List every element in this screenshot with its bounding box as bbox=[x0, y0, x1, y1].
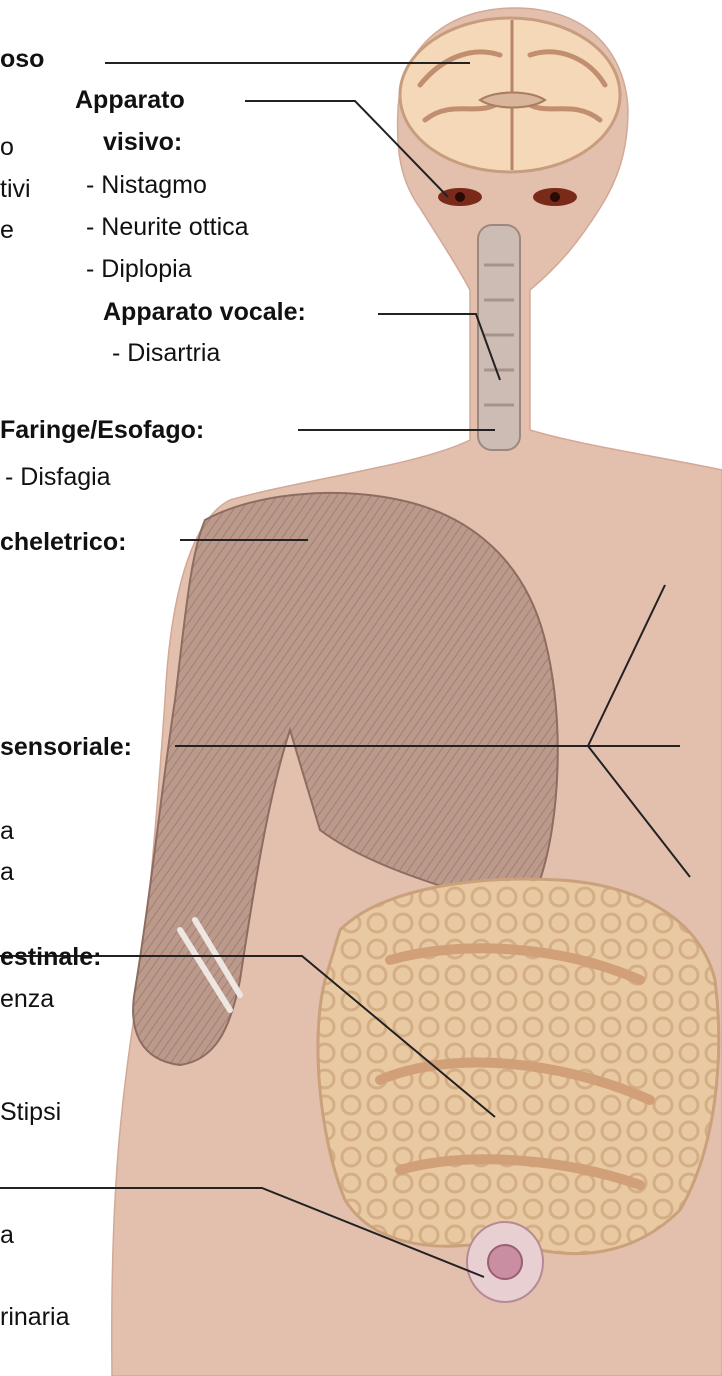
nervous-item-fragment-1: o bbox=[0, 132, 14, 162]
intestines-icon bbox=[318, 879, 719, 1254]
pharynx-title: Faringe/Esofago: bbox=[0, 415, 204, 445]
gastrointestinal-label-fragment: estinale: bbox=[0, 942, 101, 972]
sensory-item-fragment-1: a bbox=[0, 816, 14, 846]
visual-symptom-item: - Nistagmo bbox=[86, 164, 249, 206]
gi-item-fragment-1: enza bbox=[0, 984, 54, 1014]
nervous-item-fragment-2: tivi bbox=[0, 174, 31, 204]
vocal-symptom-item: - Disartria bbox=[112, 332, 220, 374]
vocal-symptom-list: - Disartria bbox=[112, 332, 220, 374]
visual-symptom-list: - Nistagmo - Neurite ottica - Diplopia bbox=[86, 164, 249, 290]
visual-system-title-line-2: visivo: bbox=[103, 127, 182, 157]
gi-item-fragment-2: Stipsi bbox=[0, 1097, 61, 1127]
visual-symptom-item: - Neurite ottica bbox=[86, 206, 249, 248]
pharynx-symptom-list: - Disfagia bbox=[5, 456, 111, 498]
nervous-system-label-fragment: oso bbox=[0, 44, 44, 74]
urinary-item-fragment-2: rinaria bbox=[0, 1302, 69, 1332]
vocal-system-title: Apparato vocale: bbox=[103, 297, 306, 327]
urinary-item-fragment-1: a bbox=[0, 1220, 14, 1250]
brain-icon bbox=[400, 18, 620, 172]
sensory-item-fragment-2: a bbox=[0, 857, 14, 887]
bladder-icon bbox=[467, 1222, 543, 1302]
sensory-label-fragment: sensoriale: bbox=[0, 732, 132, 762]
musculoskeletal-label-fragment: cheletrico: bbox=[0, 527, 126, 557]
nervous-item-fragment-3: e bbox=[0, 215, 14, 245]
visual-system-title-line-1: Apparato bbox=[75, 85, 185, 115]
pharynx-symptom-item: - Disfagia bbox=[5, 456, 111, 498]
visual-symptom-item: - Diplopia bbox=[86, 248, 249, 290]
